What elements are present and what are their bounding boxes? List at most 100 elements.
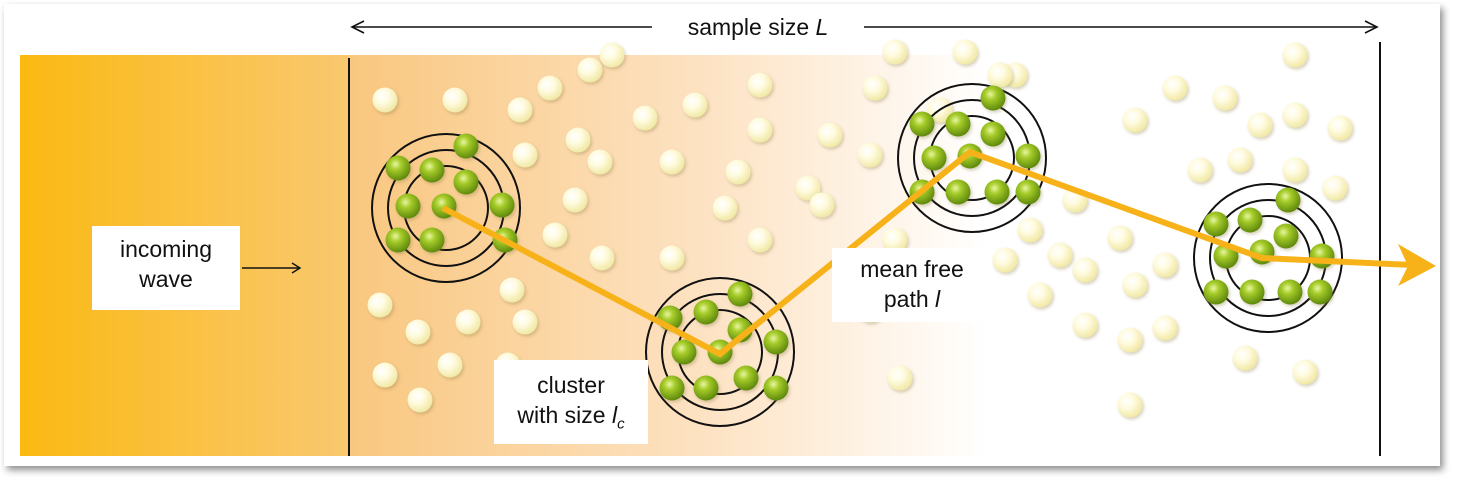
cluster-3-particle-1 [909, 111, 935, 137]
cluster-3-particle-3 [980, 85, 1006, 111]
scatterer-69 [712, 195, 738, 221]
scatterer-15 [725, 159, 751, 185]
scatterer-27 [862, 75, 888, 101]
scatterer-63 [499, 277, 525, 303]
scatterer-20 [659, 245, 685, 271]
cluster-1-particle-5 [395, 193, 421, 219]
scatterer-41 [1017, 217, 1043, 243]
scatterer-49 [1117, 327, 1143, 353]
scatterer-30 [1212, 85, 1238, 111]
scatterer-12 [587, 149, 613, 175]
incoming-wave-label: incoming wave [92, 226, 240, 310]
cluster-1-particle-9 [419, 227, 445, 253]
scatterer-9 [817, 122, 843, 148]
scatterer-21 [747, 227, 773, 253]
scatterer-23 [882, 39, 908, 65]
scatterer-4 [577, 57, 603, 83]
scatterer-8 [747, 117, 773, 143]
scatterer-24 [952, 39, 978, 65]
cluster-4-particle-2 [1237, 207, 1263, 233]
cluster-3-particle-4 [980, 121, 1006, 147]
scatterer-60 [407, 387, 433, 413]
scatterer-66 [987, 62, 1013, 88]
cluster-2-particle-5 [671, 339, 697, 365]
cluster-2-ring-1 [645, 277, 795, 427]
cluster-3-ring-1 [897, 83, 1047, 233]
cluster-4-particle-8 [1203, 279, 1229, 305]
cluster-3-particle-6 [957, 143, 983, 169]
scatterer-3 [537, 75, 563, 101]
cluster-2-particle-7 [763, 329, 789, 355]
scatterer-14 [659, 149, 685, 175]
cluster-3-particle-7 [1015, 143, 1041, 169]
scatterer-1 [372, 87, 398, 113]
cluster-4-particle-4 [1273, 223, 1299, 249]
scatterer-38 [1282, 157, 1308, 183]
scatterer-50 [1152, 315, 1178, 341]
mean-free-path-label: mean free path l [832, 248, 992, 322]
scatterer-5 [507, 97, 533, 123]
cluster-sub: c [617, 415, 625, 433]
cluster-4-particle-7 [1309, 243, 1335, 269]
scatterer-10 [857, 142, 883, 168]
scatterer-16 [795, 175, 821, 201]
scatterer-56 [405, 319, 431, 345]
scatterer-11 [565, 127, 591, 153]
scatterer-31 [1247, 112, 1273, 138]
cluster-1-particle-4 [453, 169, 479, 195]
cluster-line2-text: with size [517, 402, 606, 428]
cluster-4-particle-11 [1307, 279, 1333, 305]
cluster-2-particle-9 [693, 375, 719, 401]
cluster-3-particle-10 [984, 179, 1010, 205]
cluster-2-particle-8 [659, 375, 685, 401]
scatterer-52 [1292, 359, 1318, 385]
scatterer-48 [1072, 312, 1098, 338]
sample-size-arrow [350, 20, 1379, 34]
scatterer-13 [512, 142, 538, 168]
scatterer-57 [455, 309, 481, 335]
cluster-1-ring-1 [371, 133, 521, 283]
cluster-3-particle-11 [1015, 179, 1041, 205]
cluster-1-particle-1 [385, 155, 411, 181]
scatterer-36 [1227, 147, 1253, 173]
scatterer-44 [1122, 272, 1148, 298]
cluster-4-particle-1 [1203, 211, 1229, 237]
incoming-line2: wave [139, 266, 193, 292]
propagation-path [441, 148, 1436, 358]
cluster-3-particle-5 [921, 145, 947, 171]
cluster-1-particle-8 [385, 227, 411, 253]
scatterer-35 [1322, 175, 1348, 201]
cluster-3-particle-2 [945, 111, 971, 137]
scatterer-34 [1282, 42, 1308, 68]
scatterer-18 [542, 222, 568, 248]
scatterer-42 [1047, 242, 1073, 268]
cluster-4-ring-1 [1193, 183, 1343, 333]
scatterer-29 [1162, 75, 1188, 101]
cluster-line1: cluster [537, 372, 605, 398]
scatterer-53 [1117, 392, 1143, 418]
mfp-line2-text: path [883, 286, 929, 312]
scatterer-54 [887, 365, 913, 391]
scatterer-32 [1282, 102, 1308, 128]
scatterer-45 [1152, 252, 1178, 278]
cluster-2-particle-10 [733, 365, 759, 391]
scatterer-61 [437, 352, 463, 378]
sample-size-label: sample size L [652, 10, 864, 44]
scatterer-19 [589, 245, 615, 271]
scatterer-43 [1072, 257, 1098, 283]
cluster-var: l [611, 402, 618, 428]
cluster-line2: with size lc [494, 400, 648, 440]
cluster-3-particle-9 [945, 179, 971, 205]
scatterer-59 [372, 362, 398, 388]
mfp-line2: path l [832, 284, 992, 314]
scatterer-7 [682, 92, 708, 118]
scatterer-65 [882, 227, 908, 253]
cluster-1-particle-3 [453, 133, 479, 159]
scatterer-55 [367, 292, 393, 318]
scatterer-58 [512, 309, 538, 335]
cluster-2-particle-3 [727, 281, 753, 307]
scatterer-67 [747, 72, 773, 98]
cluster-4-particle-10 [1277, 279, 1303, 305]
scatterer-33 [1327, 115, 1353, 141]
